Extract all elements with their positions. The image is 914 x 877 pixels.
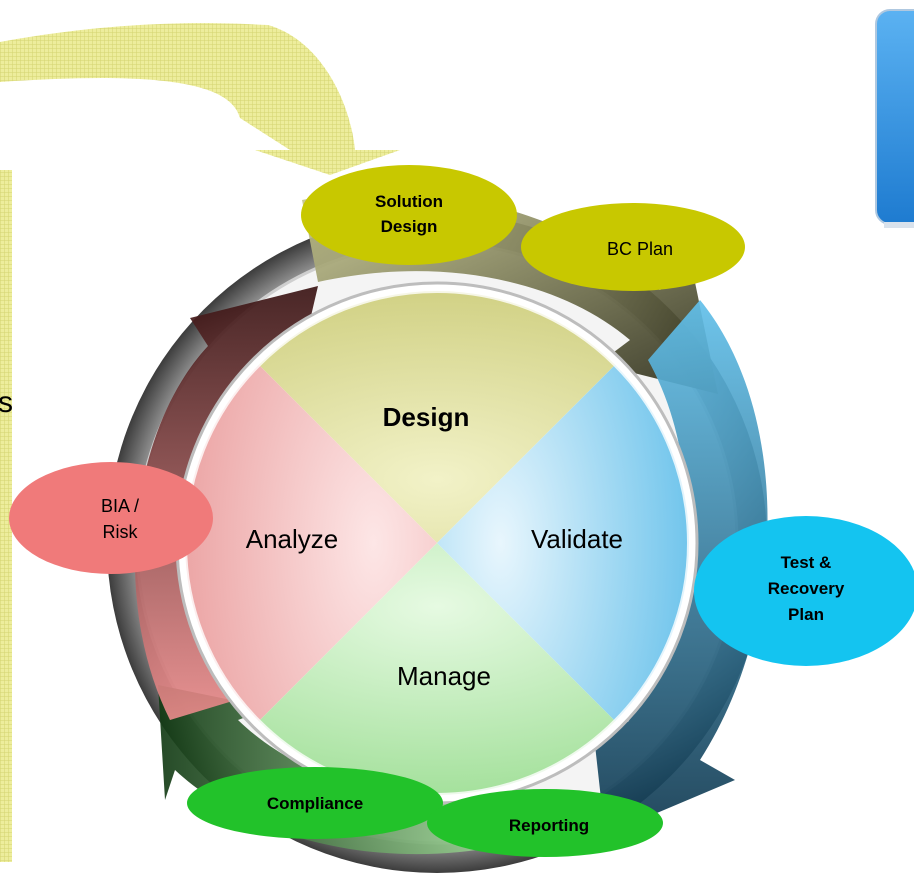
bubble-bia-risk: BIA / Risk	[9, 462, 213, 574]
svg-text:Recovery: Recovery	[768, 579, 845, 598]
svg-text:BIA /: BIA /	[101, 496, 139, 516]
svg-text:Design: Design	[381, 217, 438, 236]
bubble-reporting: Reporting	[427, 789, 663, 857]
svg-text:BC Plan: BC Plan	[607, 239, 673, 259]
bubble-test-recovery-plan: Test & Recovery Plan	[694, 516, 914, 666]
arrow-analyze-to-design	[134, 286, 318, 720]
bubble-bc-plan: BC Plan	[521, 203, 745, 291]
quadrant-label-design: Design	[383, 402, 470, 432]
left-hatched-bar	[0, 170, 12, 862]
quadrant-label-analyze: Analyze	[246, 524, 339, 554]
svg-text:Solution: Solution	[375, 192, 443, 211]
quadrant-label-manage: Manage	[397, 661, 491, 691]
svg-text:Reporting: Reporting	[509, 816, 589, 835]
callout-shadow	[884, 222, 914, 228]
top-curved-arrow-shape	[0, 23, 355, 150]
arrow-validate-to-manage	[590, 300, 768, 835]
bubble-solution-design: Solution Design	[301, 165, 517, 265]
svg-text:Risk: Risk	[103, 522, 139, 542]
svg-text:Plan: Plan	[788, 605, 824, 624]
callout-box	[875, 9, 914, 225]
svg-text:Compliance: Compliance	[267, 794, 363, 813]
top-curved-arrow-head	[255, 150, 400, 175]
svg-text:Test &: Test &	[781, 553, 832, 572]
quadrant-label-validate: Validate	[531, 524, 623, 554]
bubble-compliance: Compliance	[187, 767, 443, 839]
left-edge-glyph: s	[0, 386, 13, 419]
